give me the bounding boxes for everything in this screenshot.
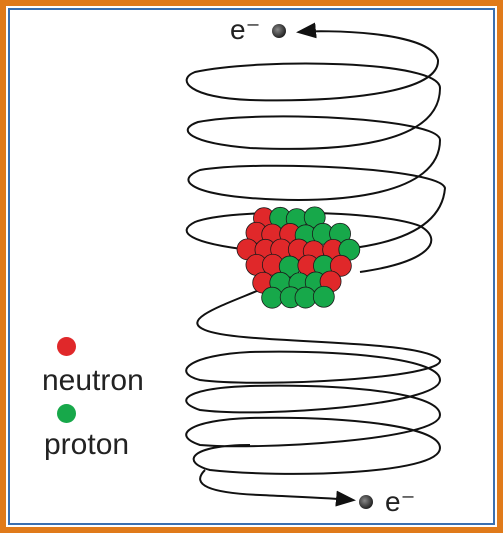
proton-legend-label: proton xyxy=(44,430,129,460)
nucleon-sphere xyxy=(262,287,283,308)
neutron-legend-dot xyxy=(57,337,76,356)
electron-bottom-label: e⁻ xyxy=(385,488,415,516)
nucleon-sphere xyxy=(295,287,316,308)
nucleus xyxy=(237,207,360,308)
electron-top-label: e⁻ xyxy=(230,16,260,44)
electron-bottom-icon xyxy=(359,495,373,509)
nucleon-sphere xyxy=(313,286,334,307)
neutron-legend-label: neutron xyxy=(42,366,144,396)
proton-legend-dot xyxy=(57,404,76,423)
electron-top-icon xyxy=(272,24,286,38)
lower-spiral xyxy=(186,283,440,500)
